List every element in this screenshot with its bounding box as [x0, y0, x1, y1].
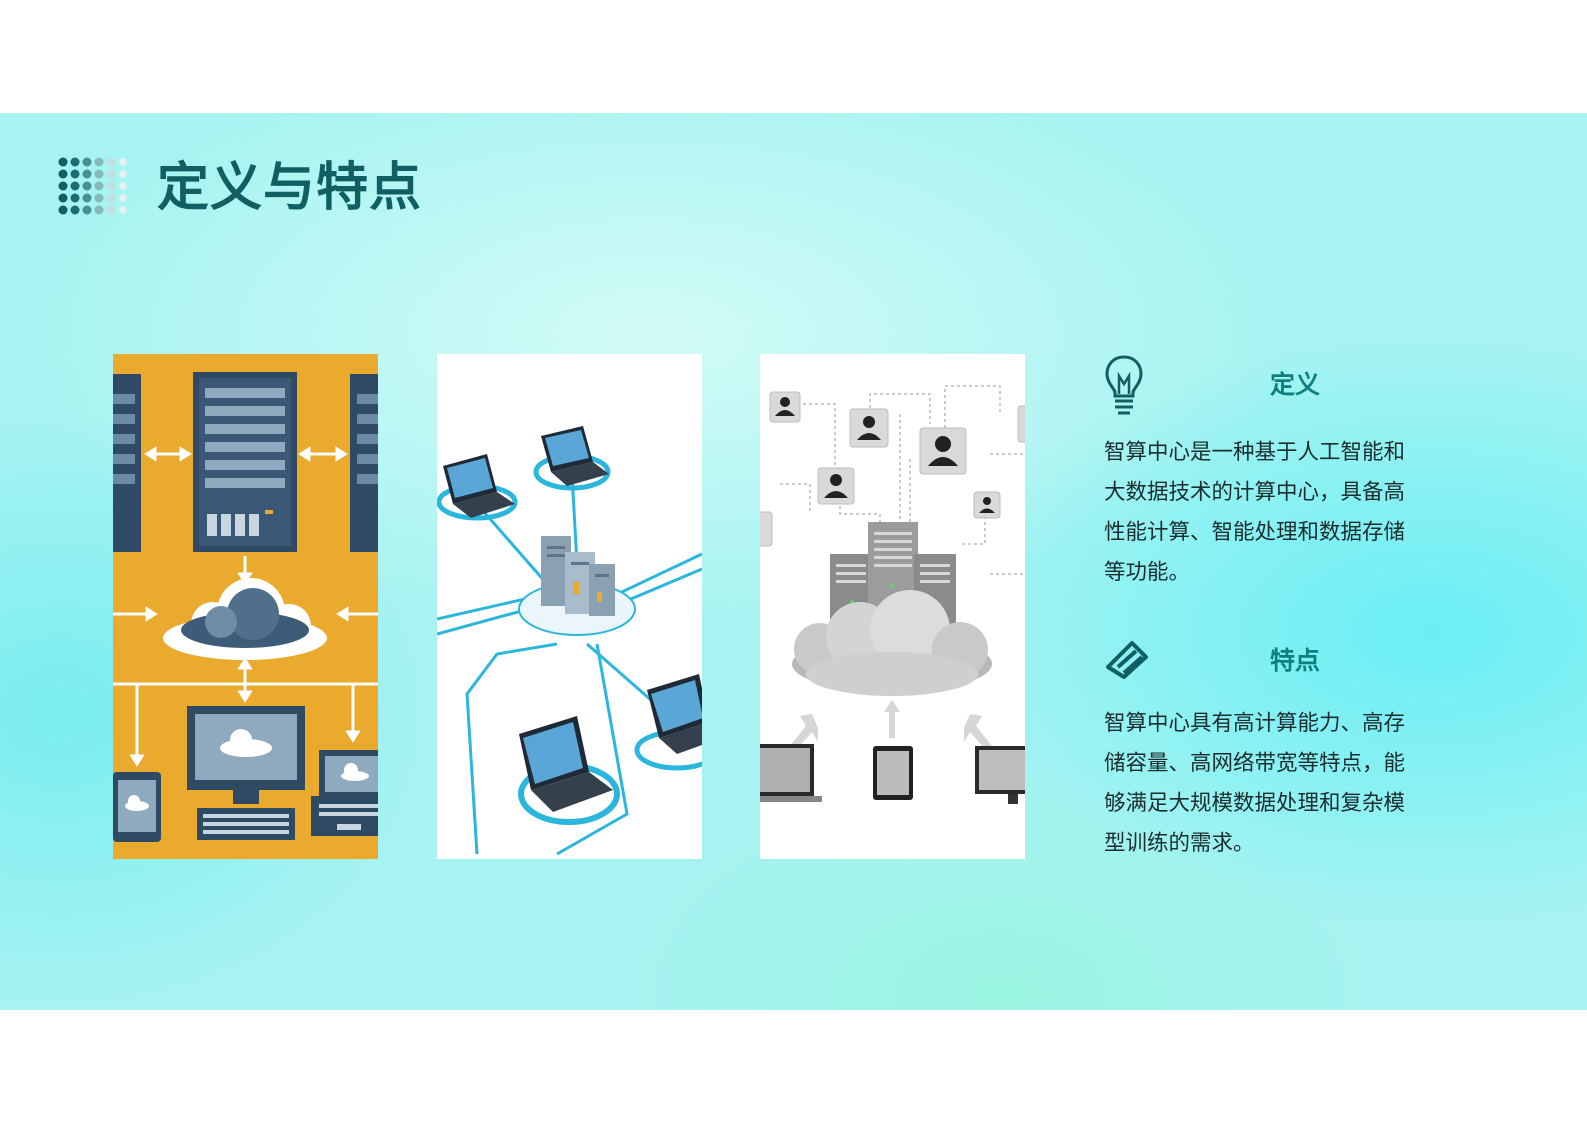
paperclip-icon — [1106, 641, 1148, 679]
features-heading: 特点 — [1269, 646, 1320, 675]
user-icons — [760, 391, 1025, 547]
dot-grid — [58, 157, 127, 215]
laptop-1 — [437, 454, 518, 521]
dot-grid-decoration — [58, 157, 127, 215]
server-cloud-illustration — [113, 354, 378, 859]
cloud-users-illustration — [760, 354, 1025, 859]
laptop-3 — [634, 674, 702, 771]
slide: 定义与特点 — [0, 113, 1587, 1010]
definition-body: 智算中心是一种基于人工智能和大数据技术的计算中心，具备高性能计算、智能处理和数据… — [1104, 440, 1406, 585]
page-title: 定义与特点 — [157, 158, 423, 218]
laptop-4 — [518, 716, 620, 825]
lightbulb-icon — [1105, 355, 1143, 415]
features-body: 智算中心具有高计算能力、高存储容量、高网络带宽等特点，能够满足大规模数据处理和复… — [1104, 711, 1406, 856]
network-laptops-illustration — [437, 354, 702, 859]
laptop-2 — [533, 426, 611, 491]
definition-heading: 定义 — [1269, 370, 1320, 399]
